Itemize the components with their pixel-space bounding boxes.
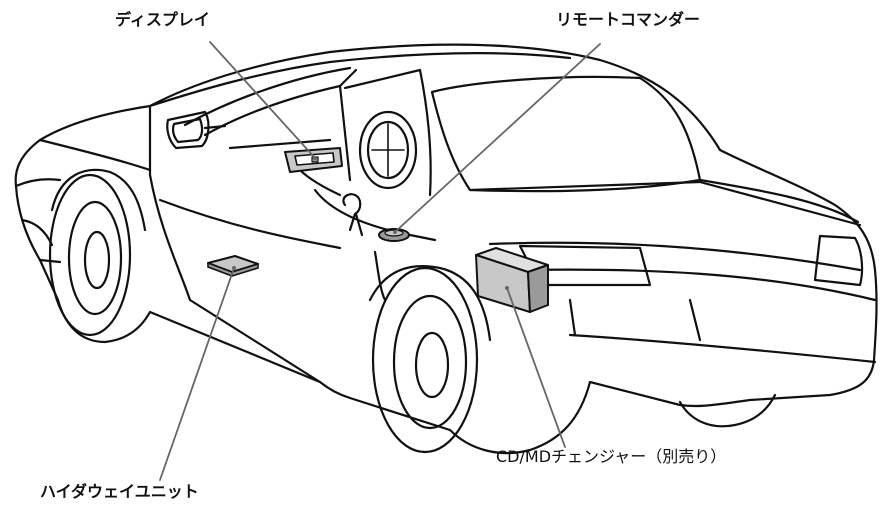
door-line — [148, 173, 322, 384]
windshield — [183, 66, 352, 127]
car-body-outline — [14, 43, 878, 455]
hood-line — [38, 138, 152, 172]
label-display: ディスプレイ — [115, 10, 210, 29]
cdmd-changer — [475, 247, 549, 313]
leader-highway-unit — [159, 267, 235, 481]
leader-display — [209, 41, 316, 159]
display-unit — [284, 147, 343, 173]
front-wheel — [48, 173, 132, 337]
rear-window — [430, 75, 702, 193]
leader-remote — [394, 43, 601, 233]
rear-wheel — [371, 266, 479, 454]
side-mirror — [166, 110, 210, 150]
roof-line — [148, 51, 572, 108]
steering-wheel — [358, 110, 418, 190]
label-remote-commander: リモートコマンダー — [556, 10, 701, 29]
leader-cdmd — [506, 287, 566, 448]
label-hideaway-unit: ハイダウェイユニット — [40, 482, 199, 501]
label-cdmd-changer: CD/MDチェンジャー（別売り） — [496, 447, 727, 466]
tail-light-right — [813, 234, 864, 287]
